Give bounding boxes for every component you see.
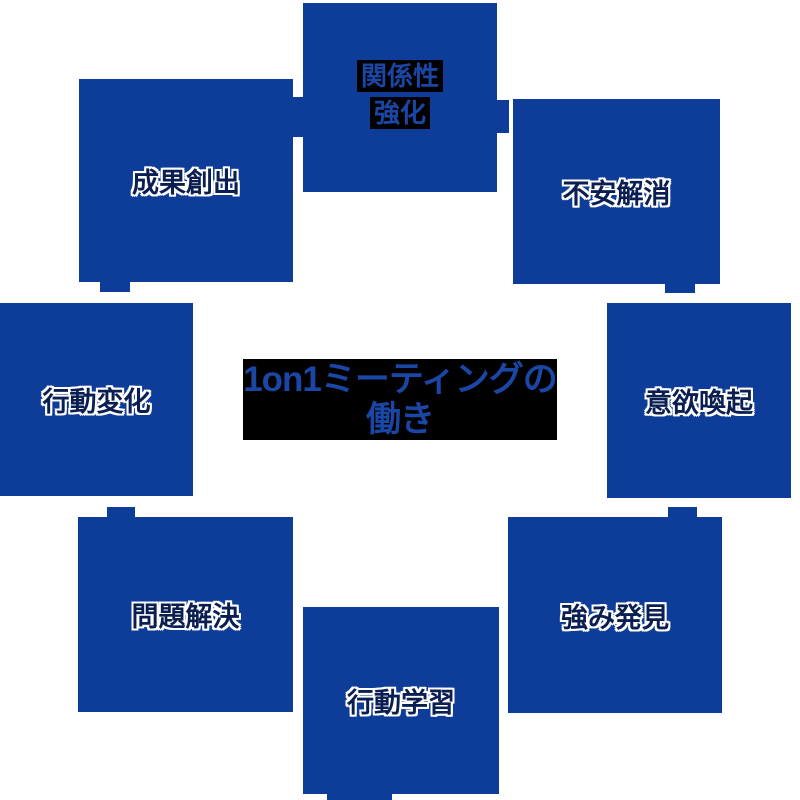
node-label: 強み発見: [561, 602, 669, 633]
diagram-title-line2: 働き: [365, 400, 435, 439]
node-label: 不安解消: [562, 179, 671, 209]
node-label: 意欲喚起: [645, 388, 753, 418]
node-anxiety-relief: 不安解消: [513, 99, 720, 284]
diagram-title-line1: 1on1ミーティングの: [243, 360, 558, 399]
node-label: 行動学習: [347, 688, 455, 718]
connector-tab: [107, 507, 135, 517]
node-label-line: 関係性: [356, 60, 443, 92]
node-label: 問題解決: [131, 602, 240, 632]
node-problem-solving: 問題解決: [78, 517, 293, 712]
node-results-creation: 成果創出: [79, 79, 293, 282]
connector-tab: [292, 97, 303, 137]
node-relationship-strengthening: 関係性 強化: [303, 3, 497, 192]
connector-tab: [327, 794, 392, 800]
node-label: 行動変化: [42, 387, 151, 417]
node-action-learning: 行動学習: [303, 607, 499, 794]
node-behavior-change: 行動変化: [0, 303, 193, 496]
connector-tab: [497, 100, 509, 133]
node-strength-discovery: 強み発見: [508, 517, 722, 713]
node-label-line: 強化: [369, 97, 430, 129]
connector-tab: [665, 284, 695, 293]
node-motivation-arousal: 意欲喚起: [607, 303, 791, 498]
node-label-stack: 関係性 強化: [356, 60, 443, 129]
connector-tab: [668, 507, 697, 517]
diagram-title: 1on1ミーティングの 働き: [243, 359, 558, 440]
connector-tab: [100, 282, 130, 292]
node-label: 成果創出: [132, 168, 240, 198]
